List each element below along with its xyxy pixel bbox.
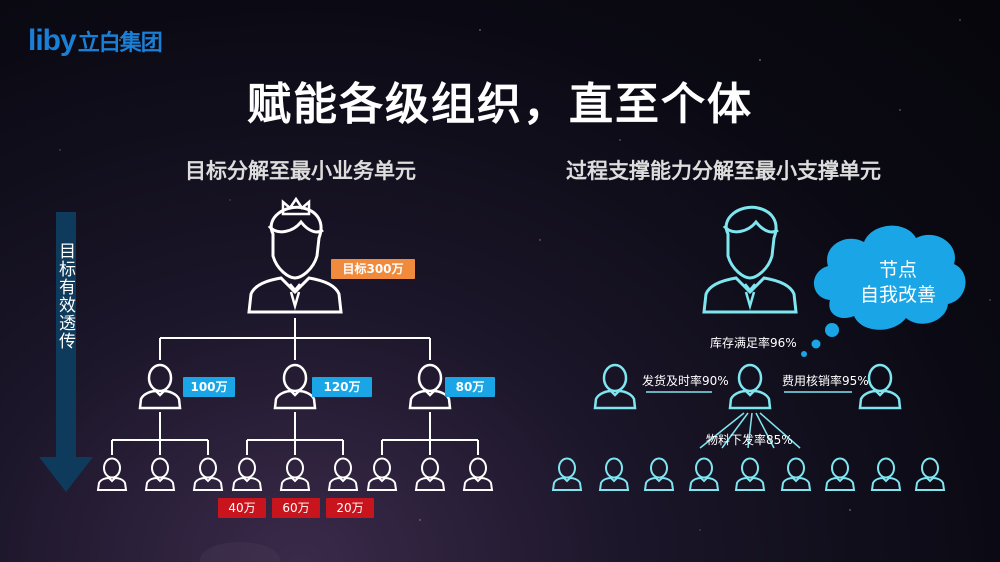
level3-target-tag: 60万 [272,498,320,518]
top-target-tag: 目标300万 [331,259,415,279]
support-member-icon [871,457,901,491]
support-member-icon [735,457,765,491]
support-peer-icon [593,363,637,410]
team-leader-icon [273,363,317,410]
member-person-icon [232,457,262,491]
level2-target-tag: 120万 [312,377,372,397]
member-person-icon [97,457,127,491]
support-member-icon [915,457,945,491]
left-subtitle: 目标分解至最小业务单元 [185,159,416,183]
member-person-icon [145,457,175,491]
member-person-icon [280,457,310,491]
metric-material: 物料下发率85% [706,433,793,447]
page-title: 赋能各级组织，直至个体 [247,79,753,130]
team-leader-icon [408,363,452,410]
support-lead-icon [728,363,772,410]
brand-logo-latin: liby [28,24,77,57]
level2-target-tag: 100万 [183,377,235,397]
member-person-icon [463,457,493,491]
support-member-icon [599,457,629,491]
manager-person-icon [247,205,343,314]
target-transfer-arrow: 目标有效透传 [37,212,95,492]
brand-logo: liby立白集团 [28,24,163,58]
metric-delivery: 发货及时率90% [642,374,729,388]
member-person-icon [193,457,223,491]
cloud-line: 节点 [878,259,917,281]
cloud-text: 节点 自我改善 [848,258,948,308]
arrow-label: 目标有效透传 [55,242,75,350]
level2-target-tag: 80万 [445,377,495,397]
right-subtitle: 过程支撑能力分解至最小支撑单元 [566,159,881,183]
thought-cloud [801,225,966,357]
brand-logo-chinese: 立白集团 [77,31,163,56]
team-leader-icon [138,363,182,410]
level3-target-tag: 20万 [326,498,374,518]
level3-target-tag: 40万 [218,498,266,518]
support-member-icon [781,457,811,491]
member-person-icon [367,457,397,491]
support-member-icon [644,457,674,491]
metric-expense: 费用核销率95% [782,374,869,388]
crown-icon [281,196,311,216]
right-tree-lines [646,391,852,449]
metric-inventory: 库存满足率96% [710,336,797,350]
member-person-icon [415,457,445,491]
support-manager-icon [702,205,798,314]
down-arrow-icon [39,212,93,492]
left-tree-lines [111,318,479,455]
support-member-icon [825,457,855,491]
member-person-icon [328,457,358,491]
support-member-icon [552,457,582,491]
support-member-icon [689,457,719,491]
cloud-line: 自我改善 [859,284,936,306]
